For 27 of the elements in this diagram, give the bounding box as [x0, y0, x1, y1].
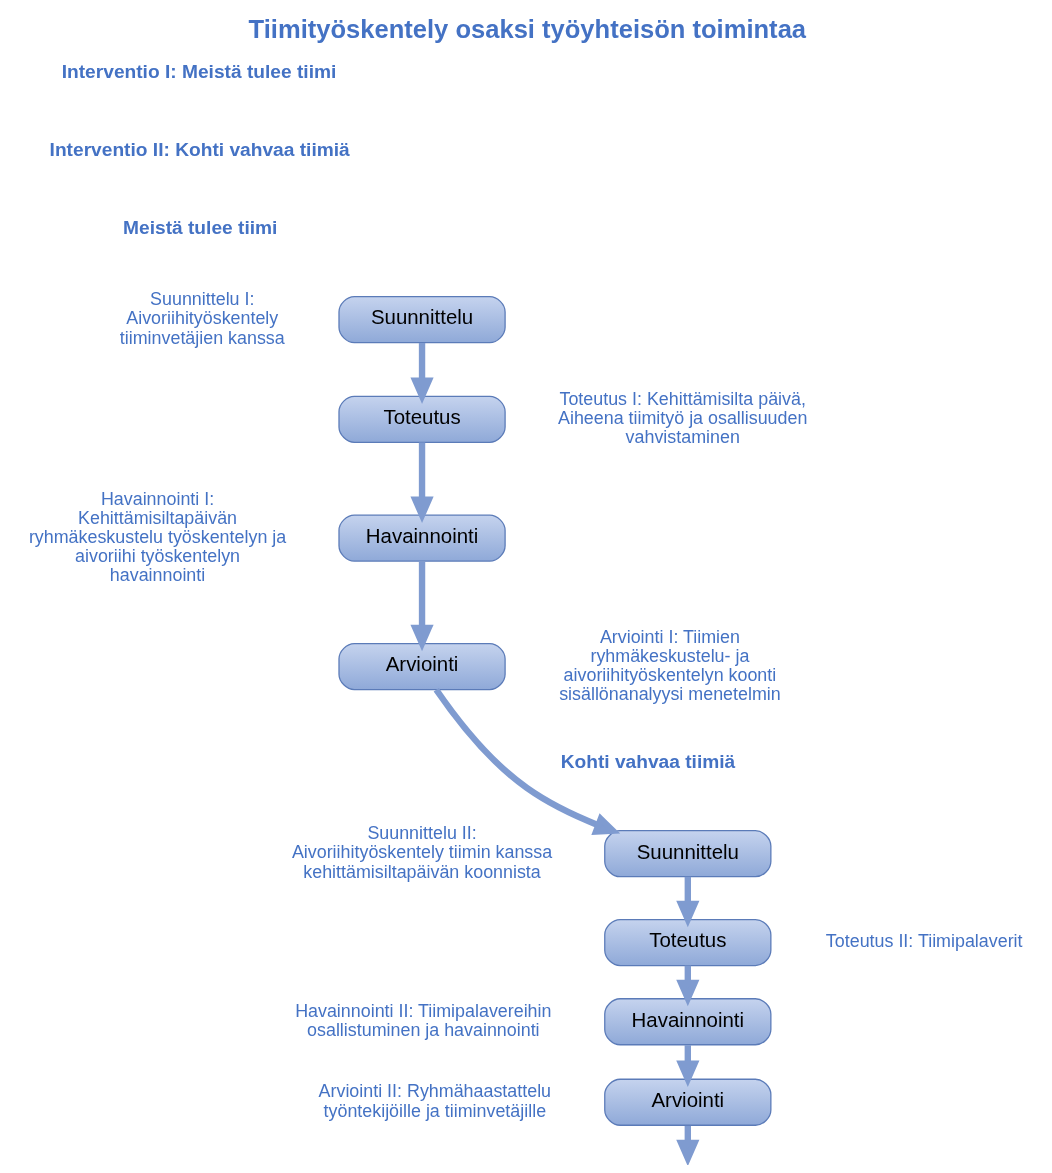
node-label: Toteutus I: Kehittämisilta päivä, Aiheena tiimityö ja osallisuuden vahvistaminen [557, 388, 807, 448]
node-box: Arviointi [337, 642, 506, 691]
arrow [409, 442, 434, 524]
label: Kohti vahvaa tiimiä [560, 751, 735, 773]
arrow [675, 1045, 699, 1088]
arrow [675, 876, 699, 928]
label: Interventio II: Kohti vahvaa tiimiä [49, 139, 350, 161]
arrow [409, 561, 434, 652]
node-label: Toteutus II: Tiimipalaverit [825, 931, 1023, 952]
node-box: Arviointi [603, 1078, 771, 1126]
node-box: Toteutus [337, 395, 506, 443]
node-label: Suunnittelu I: Aivoriihityöskentely tiiminvetäjien kanssa [119, 289, 285, 348]
node-box: Havainnointi [337, 514, 506, 562]
node-box: Suunnittelu [603, 830, 771, 878]
node-label: Suunnittelu II: Aivoriihityöskentely tiimin kanssa kehittämisiltapäivän koonnista [291, 823, 552, 882]
node-label: Havainnointi I: Kehittämisiltapäivän ryhmäkeskustelu työskentelyn ja aivoriihi työskentelyn havainnointi [28, 488, 286, 586]
label: Meistä tulee tiimi [122, 217, 277, 239]
node-box: Havainnointi [603, 998, 771, 1046]
arrow [409, 342, 434, 405]
label: Interventio I: Meistä tulee tiimi [61, 61, 336, 83]
diagram-title: Tiimityöskentely osaksi työyhteisön toimintaa [248, 14, 806, 43]
node-label: Havainnointi II: Tiimipalavereihin osallistuminen ja havainnointi [294, 1000, 551, 1041]
node-box: Suunnittelu [337, 296, 506, 344]
node-box: Toteutus [603, 918, 771, 967]
arrow [433, 687, 620, 835]
node-label: Arviointi II: Ryhmähaastattelu työntekijöille ja tiiminvetäjille [318, 1081, 551, 1121]
node-label: Arviointi I: Tiimien ryhmäkeskustelu- ja aivoriihityöskentelyn koonti sisällönanalyysi menetelmin [558, 626, 781, 705]
